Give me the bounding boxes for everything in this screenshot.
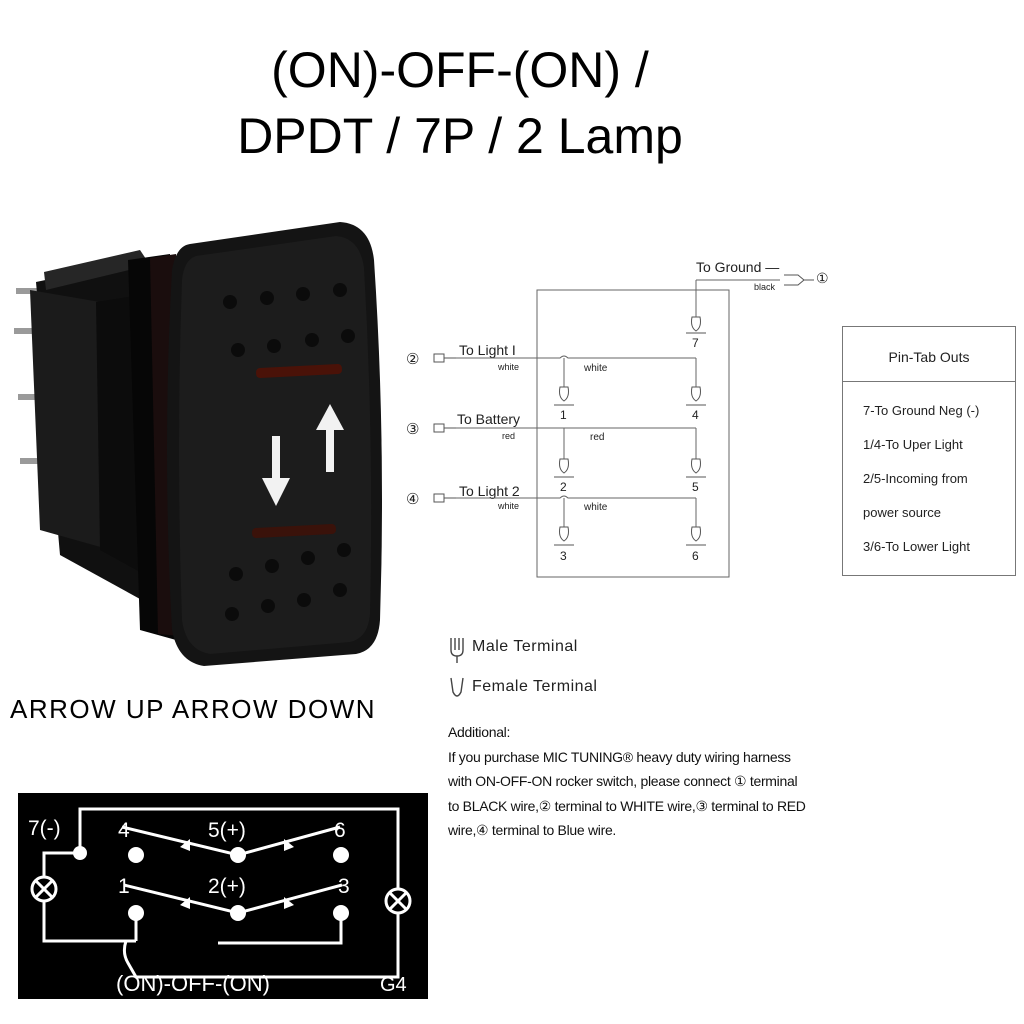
terminal-1-dot: [128, 905, 144, 921]
additional-heading: Additional:: [448, 724, 511, 740]
battery-connector-icon: [433, 423, 456, 433]
additional-text: If you purchase MIC TUNING® heavy duty w…: [448, 748, 806, 839]
terminal-5-dot: [230, 847, 246, 863]
schematic-pin-5: 5(+): [208, 819, 246, 842]
pin-tab-line: 1/4-To Uper Light: [863, 437, 963, 452]
female-terminal-icon: [450, 677, 464, 697]
battery-wire: red: [502, 431, 515, 441]
ground-wire-label: black: [754, 282, 776, 292]
ground-terminal-num: ①: [816, 270, 829, 286]
lamp-left-icon: [30, 875, 58, 903]
light1-connector-icon: [433, 353, 456, 363]
pin-tab-line: 2/5-Incoming from: [863, 471, 968, 486]
title-line-1: (ON)-OFF-(ON) /: [271, 42, 649, 98]
pin-7-label: 7: [692, 336, 699, 350]
pin-3-label: 3: [560, 549, 567, 563]
arrow-down-icon: [262, 436, 290, 506]
arrow-marker: [180, 897, 190, 909]
male-terminal-icon: [450, 638, 464, 663]
pin-6-label: 6: [692, 549, 699, 563]
arrow-marker: [284, 839, 294, 851]
schematic-mode: (ON)-OFF-(ON): [116, 971, 270, 996]
pin-1-label: 1: [560, 408, 567, 422]
schematic-pin-4: 4: [118, 819, 130, 842]
pin-2-label: 2: [560, 480, 567, 494]
title-line-2: DPDT / 7P / 2 Lamp: [237, 108, 683, 164]
lamp-right-icon: [384, 887, 412, 915]
arrow-up-icon: [316, 404, 344, 472]
terminal-2-dot: [230, 905, 246, 921]
pin-tab-line: 3/6-To Lower Light: [863, 539, 970, 554]
terminal-6-dot: [333, 847, 349, 863]
wiring-diagram: To Ground — black ① 7 ② To Light I white…: [406, 259, 829, 578]
pin-tab-line: power source: [863, 505, 942, 520]
terminal-4-dot: [128, 847, 144, 863]
light2-wire-2: white: [583, 502, 608, 513]
ground-label: To Ground —: [696, 259, 779, 275]
arrow-marker: [180, 839, 190, 851]
schematic-pin-2: 2(+): [208, 875, 246, 898]
switch-schematic: 7(-) 4 5(+) 6 1 2(+) 3 (ON)-OFF-(ON) G4: [18, 793, 428, 999]
ground-connector-icon: [784, 274, 805, 286]
arrow-marker: [284, 897, 294, 909]
light1-wire: white: [497, 362, 519, 372]
rocker-dots-top: [223, 283, 355, 357]
light2-label: To Light 2: [459, 483, 520, 499]
rocker-dots-bottom: [225, 543, 351, 621]
schematic-code: G4: [380, 974, 407, 996]
female-terminal-label: Female Terminal: [472, 678, 598, 695]
arrow-caption: ARROW UP ARROW DOWN: [10, 694, 377, 724]
switch-outline: [536, 289, 730, 578]
schematic-pin-6: 6: [334, 819, 346, 842]
terminal-7-dot: [73, 846, 87, 860]
light1-num: ②: [406, 351, 419, 368]
male-terminal-label: Male Terminal: [472, 638, 578, 655]
pin-tab-outs-title: Pin-Tab Outs: [843, 327, 1015, 382]
light2-wire: white: [497, 501, 519, 511]
light2-num: ④: [406, 491, 419, 508]
light1-wire-2: white: [583, 363, 608, 374]
battery-wire-2: red: [590, 432, 604, 443]
additional-note: Additional: If you purchase MIC TUNING® …: [448, 720, 808, 843]
terminal-3-dot: [333, 905, 349, 921]
light2-connector-icon: [433, 493, 456, 503]
schematic-pin-7: 7(-): [28, 817, 61, 840]
pin-tab-line: 7-To Ground Neg (-): [863, 403, 980, 418]
schematic-pin-3: 3: [338, 875, 350, 898]
lower-lamp-window: [251, 524, 337, 538]
light1-label: To Light I: [459, 342, 516, 358]
pin-5-label: 5: [692, 480, 699, 494]
pin-4-label: 4: [692, 408, 699, 422]
battery-num: ③: [406, 421, 419, 438]
battery-label: To Battery: [457, 411, 520, 427]
schematic-pin-1: 1: [118, 875, 130, 898]
pin-tab-outs-box: Pin-Tab Outs 7-To Ground Neg (-) 1/4-To …: [842, 326, 1016, 576]
upper-lamp-window: [256, 363, 342, 379]
switch-pins: [14, 288, 40, 464]
rocker-switch-image: [14, 222, 382, 666]
